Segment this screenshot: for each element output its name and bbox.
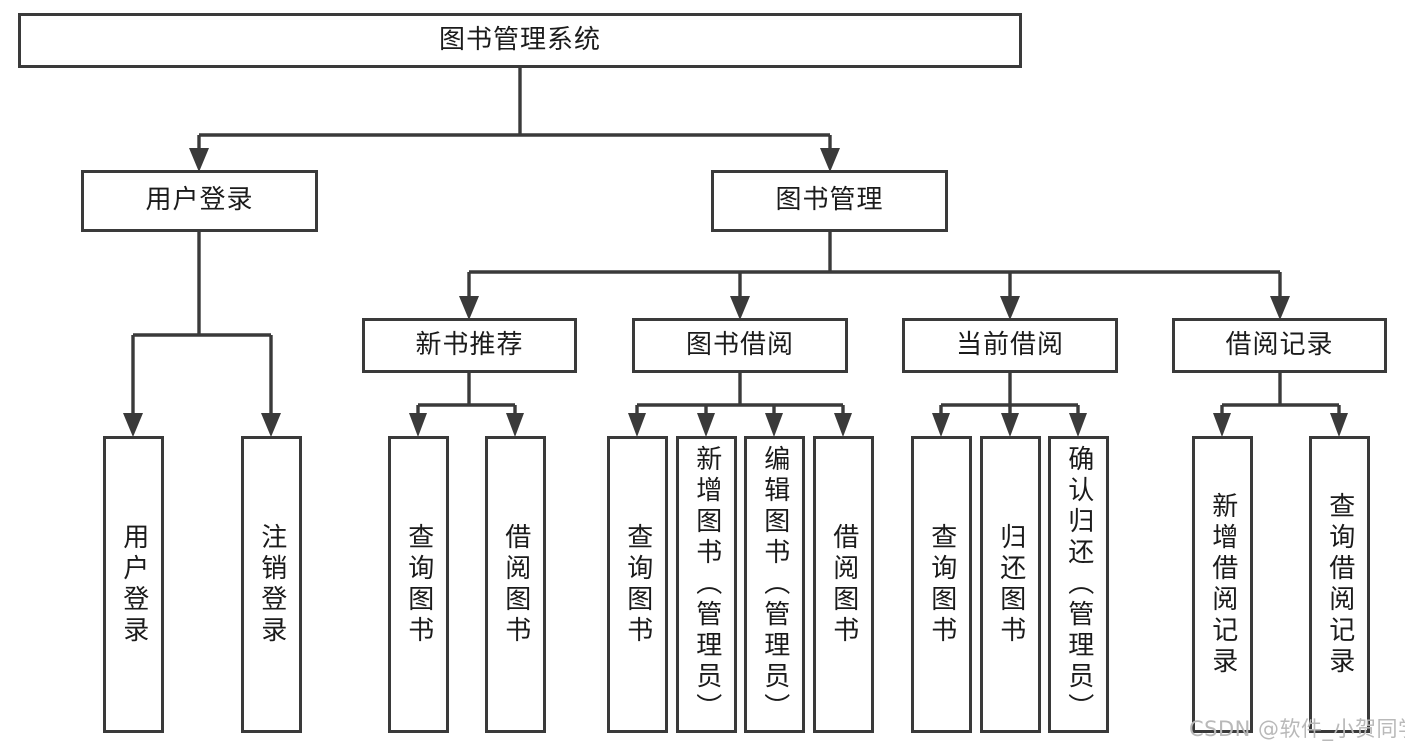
node-root-label: 图书管理系统 bbox=[438, 24, 601, 55]
node-user-login-label: 用户登录 bbox=[145, 185, 254, 216]
leaf-bo-add-book-admin[interactable]: 新增图书（管理员） bbox=[676, 436, 737, 733]
leaf-re-add-record-label: 新增借阅记录 bbox=[1207, 491, 1238, 678]
leaf-cu-query-book-label: 查询图书 bbox=[926, 522, 957, 647]
leaf-user-login[interactable]: 用户登录 bbox=[103, 436, 164, 733]
leaf-logout-label: 注销登录 bbox=[256, 522, 287, 647]
leaf-cu-return-book-label: 归还图书 bbox=[995, 522, 1026, 647]
node-borrow-record[interactable]: 借阅记录 bbox=[1172, 318, 1387, 373]
leaf-nb-query-book-label: 查询图书 bbox=[403, 522, 434, 647]
leaf-bo-query-book-label: 查询图书 bbox=[622, 522, 653, 647]
node-new-book-recommend[interactable]: 新书推荐 bbox=[362, 318, 577, 373]
node-book-borrow[interactable]: 图书借阅 bbox=[632, 318, 848, 373]
leaf-nb-query-book[interactable]: 查询图书 bbox=[388, 436, 449, 733]
leaf-cu-query-book[interactable]: 查询图书 bbox=[911, 436, 972, 733]
leaf-cu-return-book[interactable]: 归还图书 bbox=[980, 436, 1041, 733]
node-borrow-record-label: 借阅记录 bbox=[1225, 329, 1334, 360]
watermark-text: CSDN @软件_小贺同学 bbox=[1189, 717, 1405, 741]
node-current-borrow-label: 当前借阅 bbox=[955, 329, 1064, 360]
node-new-book-recommend-label: 新书推荐 bbox=[415, 329, 524, 360]
leaf-re-add-record[interactable]: 新增借阅记录 bbox=[1192, 436, 1253, 733]
node-book-management[interactable]: 图书管理 bbox=[711, 170, 948, 232]
leaf-nb-borrow-book[interactable]: 借阅图书 bbox=[485, 436, 546, 733]
leaf-bo-add-book-admin-label: 新增图书（管理员） bbox=[691, 445, 722, 724]
leaf-bo-edit-book-admin-label: 编辑图书（管理员） bbox=[759, 445, 790, 724]
node-user-login[interactable]: 用户登录 bbox=[81, 170, 318, 232]
leaf-user-login-label: 用户登录 bbox=[118, 522, 149, 647]
node-book-borrow-label: 图书借阅 bbox=[685, 329, 794, 360]
leaf-bo-query-book[interactable]: 查询图书 bbox=[607, 436, 668, 733]
node-book-management-label: 图书管理 bbox=[775, 185, 884, 216]
leaf-bo-borrow-book[interactable]: 借阅图书 bbox=[813, 436, 874, 733]
leaf-logout[interactable]: 注销登录 bbox=[241, 436, 302, 733]
leaf-bo-edit-book-admin[interactable]: 编辑图书（管理员） bbox=[744, 436, 805, 733]
leaf-re-query-record[interactable]: 查询借阅记录 bbox=[1309, 436, 1370, 733]
leaf-cu-confirm-return-admin-label: 确认归还（管理员） bbox=[1063, 445, 1094, 724]
leaf-re-query-record-label: 查询借阅记录 bbox=[1324, 491, 1355, 678]
node-root[interactable]: 图书管理系统 bbox=[18, 13, 1022, 68]
leaf-bo-borrow-book-label: 借阅图书 bbox=[828, 522, 859, 647]
node-current-borrow[interactable]: 当前借阅 bbox=[902, 318, 1118, 373]
leaf-cu-confirm-return-admin[interactable]: 确认归还（管理员） bbox=[1048, 436, 1109, 733]
leaf-nb-borrow-book-label: 借阅图书 bbox=[500, 522, 531, 647]
